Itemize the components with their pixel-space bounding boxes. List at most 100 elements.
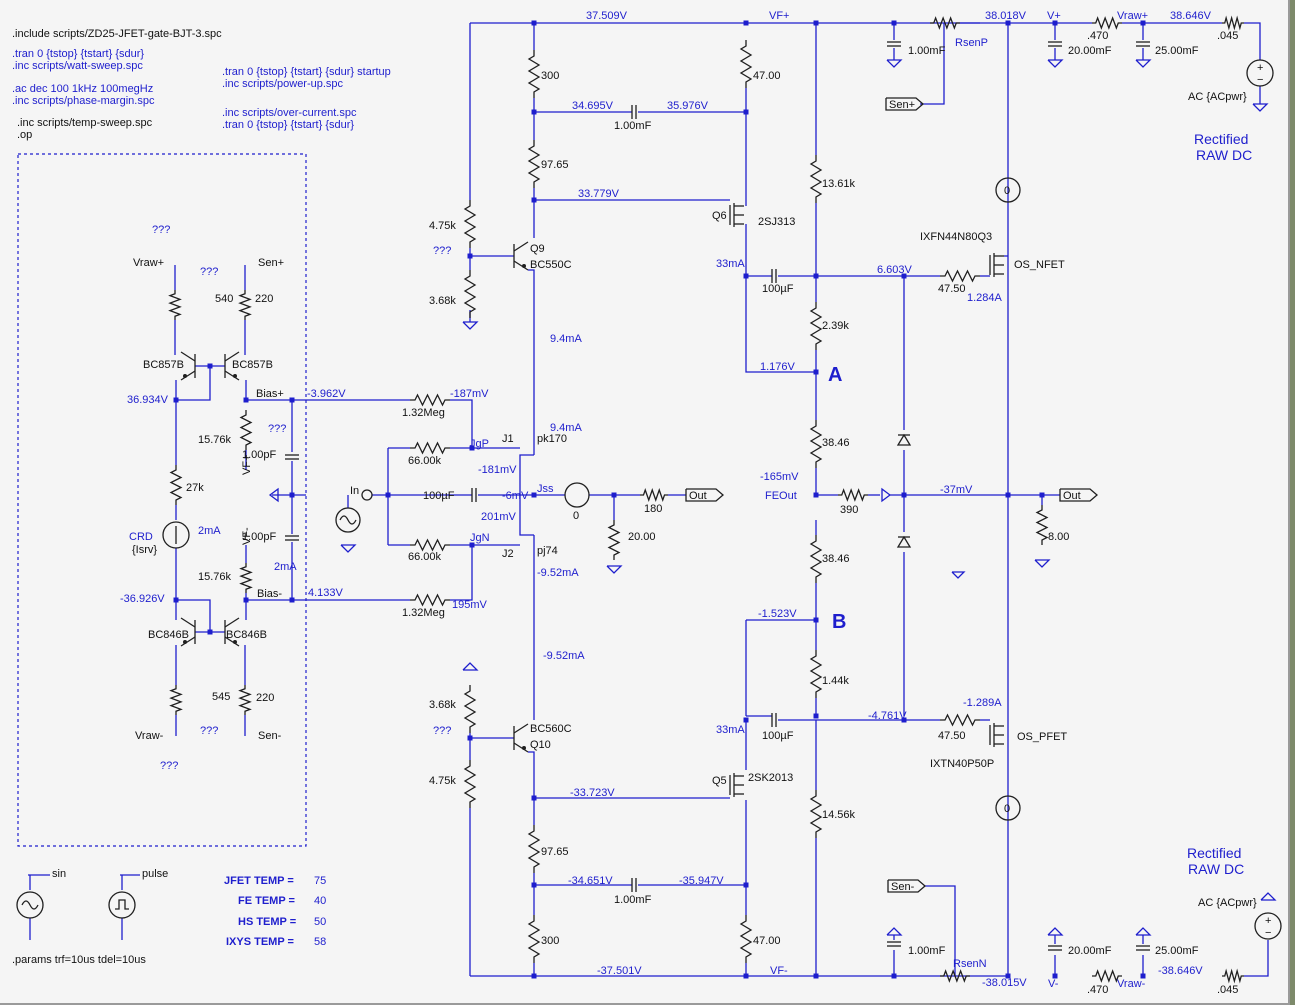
component-label: 66.00k <box>408 551 442 563</box>
bias-block-border <box>17 153 307 847</box>
node-label: 1.284A <box>967 292 1003 304</box>
ground-symbol <box>1252 103 1269 112</box>
component-label: J2 <box>502 548 514 560</box>
sen-plus-port <box>885 97 924 111</box>
component-label: 2SJ313 <box>758 216 795 228</box>
junction-dot <box>289 492 295 498</box>
ground-symbol <box>462 321 479 330</box>
junction-dot <box>467 253 473 259</box>
resistor-220 <box>238 685 252 715</box>
node-label: -36.926V <box>120 593 165 605</box>
resistor-470 <box>1092 16 1122 30</box>
component-label: OS_PFET <box>1017 731 1067 743</box>
directive-inc-over: .inc scripts/over-current.spc <box>222 107 357 119</box>
node-label: 38.646V <box>1170 10 1212 22</box>
resistor-9765 <box>527 140 541 188</box>
directive-tran: .tran 0 {tstop} {tstart} {sdur} <box>12 48 144 60</box>
component-label: Q10 <box>530 739 551 751</box>
junction-dot <box>173 597 179 603</box>
pulse-source-shape <box>115 899 129 910</box>
node-label: -35.947V <box>679 875 724 887</box>
zero-source-bottom <box>995 795 1021 821</box>
raw-dc-label-bottom: RAW DC <box>1188 861 1244 877</box>
resistor-66k-bot <box>410 538 450 552</box>
resistor-180 <box>640 488 668 502</box>
junction-dot <box>813 369 819 375</box>
ground-symbol <box>886 59 903 68</box>
ground-symbol <box>1047 59 1064 68</box>
junction-dot <box>531 20 537 26</box>
node-label: ??? <box>433 725 451 737</box>
q9-bjt <box>513 241 529 252</box>
node-label: 2mA <box>198 525 221 537</box>
resistor-368k <box>463 270 477 318</box>
junction-dot <box>531 973 537 979</box>
resistor-144k <box>809 650 823 698</box>
resistor-27k <box>169 465 183 505</box>
node-label: V- <box>1048 978 1059 990</box>
net-label: Vraw- <box>135 730 164 742</box>
net-label: Sen+ <box>258 257 284 269</box>
rectified-label-bottom: Rectified <box>1187 845 1241 861</box>
component-label: BC857B <box>143 359 184 371</box>
ground-symbol <box>1135 59 1152 68</box>
component-label: 220 <box>255 293 273 305</box>
component-label: BC550C <box>530 259 572 271</box>
directive-inc-watt: .inc scripts/watt-sweep.spc <box>12 60 143 72</box>
input-terminal <box>361 489 373 501</box>
wire <box>1244 940 1269 977</box>
junction-dot <box>1005 20 1011 26</box>
junction-dot <box>1005 492 1011 498</box>
isrv-label: {Isrv} <box>132 544 157 556</box>
sin-source-wave <box>21 900 39 910</box>
rsenp-resistor <box>930 16 960 30</box>
junction-dot <box>207 629 213 635</box>
junction-dot <box>531 109 537 115</box>
component-label: 1.00pF <box>242 531 277 543</box>
resistor-8 <box>1035 505 1049 545</box>
component-label: 3.68k <box>429 699 456 711</box>
node-label: 34.695V <box>572 100 614 112</box>
component-label: OS_NFET <box>1014 259 1065 271</box>
node-label: -37.501V <box>597 965 642 977</box>
node-label: JgN <box>470 532 490 544</box>
junction-dot <box>207 363 213 369</box>
component-label: 300 <box>541 935 559 947</box>
resistor-3846 <box>809 535 823 583</box>
node-label: JgP <box>470 438 489 450</box>
component-label: 97.65 <box>541 159 569 171</box>
wire <box>528 269 535 420</box>
pulse-source <box>108 891 136 919</box>
junction-dot <box>901 273 907 279</box>
node-label: -4.761V <box>868 710 907 722</box>
node-label: -34.651V <box>568 875 613 887</box>
resistor-239k <box>809 302 823 350</box>
directive-op: .op <box>17 129 32 141</box>
ground-symbol <box>886 927 903 936</box>
component-label: 47.50 <box>938 283 966 295</box>
sen-minus-port-label: Sen- <box>891 881 915 893</box>
junction-dot <box>813 20 819 26</box>
junction-dot <box>743 717 749 723</box>
junction-dot <box>813 713 819 719</box>
node-label: -1.289A <box>963 697 1002 709</box>
node-label: RsenP <box>955 37 988 49</box>
component-label: BC857B <box>232 359 273 371</box>
junction-dot <box>743 109 749 115</box>
junction-dot <box>891 973 897 979</box>
component-label: 100µF <box>762 730 794 742</box>
directive-inc-power: .inc scripts/power-up.spc <box>222 78 344 90</box>
out-port-1-label: Out <box>689 490 707 502</box>
temp-value: 50 <box>314 916 326 928</box>
bc846b-left <box>180 617 196 628</box>
node-label: ??? <box>200 266 218 278</box>
bc857b-left-arrow <box>183 374 187 378</box>
junction-dot <box>531 795 537 801</box>
component-label: 1.32Meg <box>402 407 445 419</box>
bc857b-left <box>180 351 196 362</box>
temperature-params: JFET TEMP = 75 FE TEMP = 40 HS TEMP = 50… <box>224 875 326 948</box>
component-label: 180 <box>644 503 662 515</box>
node-label: 35.976V <box>667 100 709 112</box>
